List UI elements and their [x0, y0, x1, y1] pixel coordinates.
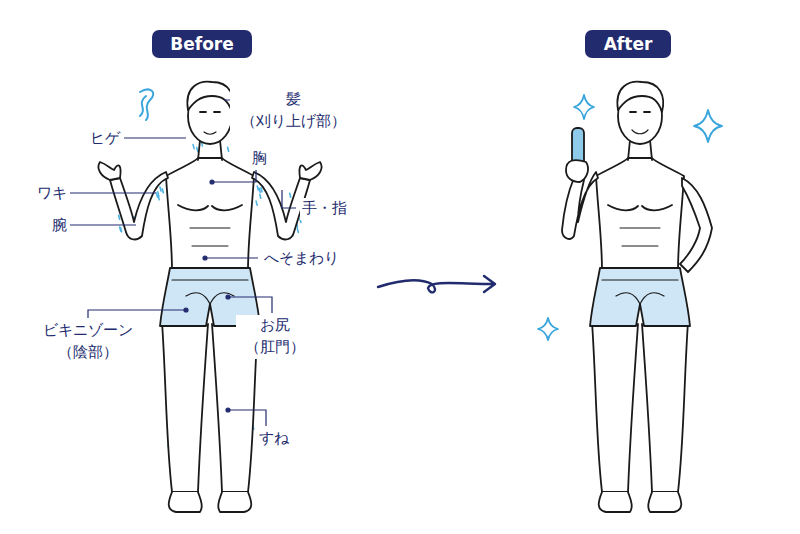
hair-stroke [261, 188, 262, 192]
hair-stroke [158, 192, 159, 196]
part-label: ヒゲ [88, 128, 122, 150]
hair-stroke [260, 194, 261, 198]
part-label: 胸 [250, 148, 269, 170]
body-hair [119, 121, 303, 487]
hair-stroke [197, 148, 198, 152]
hair-stroke [256, 201, 257, 205]
before-figure [98, 82, 321, 512]
part-label: すね [257, 428, 291, 450]
part-label: へそまわり [262, 248, 341, 270]
hair-stroke [193, 145, 194, 149]
title-pill: After [585, 30, 671, 58]
title-pill: Before [152, 30, 252, 58]
hair-stroke [297, 228, 298, 232]
pill-text: Before [170, 34, 233, 54]
hair-stroke [119, 215, 120, 219]
hair-stroke [257, 186, 258, 190]
part-label: 手・指 [300, 198, 349, 220]
hair-stroke [290, 193, 291, 197]
hair-stroke [259, 188, 260, 192]
part-label: お尻 （肛門） [236, 315, 314, 359]
transition-arrow [378, 276, 495, 292]
after-figure [200, 82, 712, 512]
shaved-hair-icon [140, 90, 153, 120]
part-label: 腕 [50, 215, 69, 237]
hair-stroke [121, 228, 122, 232]
sparkles [538, 95, 722, 340]
hair-stroke [228, 147, 229, 151]
part-label: ワキ [35, 183, 69, 205]
hair-stroke [120, 227, 121, 231]
hair-stroke [160, 187, 161, 191]
part-label: 髪 （刈り上げ部） [230, 89, 356, 133]
pill-text: After [604, 34, 653, 54]
hair-stroke [157, 193, 158, 197]
hair-stroke [162, 189, 163, 193]
part-label: ビキニゾーン （陰部） [24, 320, 152, 364]
